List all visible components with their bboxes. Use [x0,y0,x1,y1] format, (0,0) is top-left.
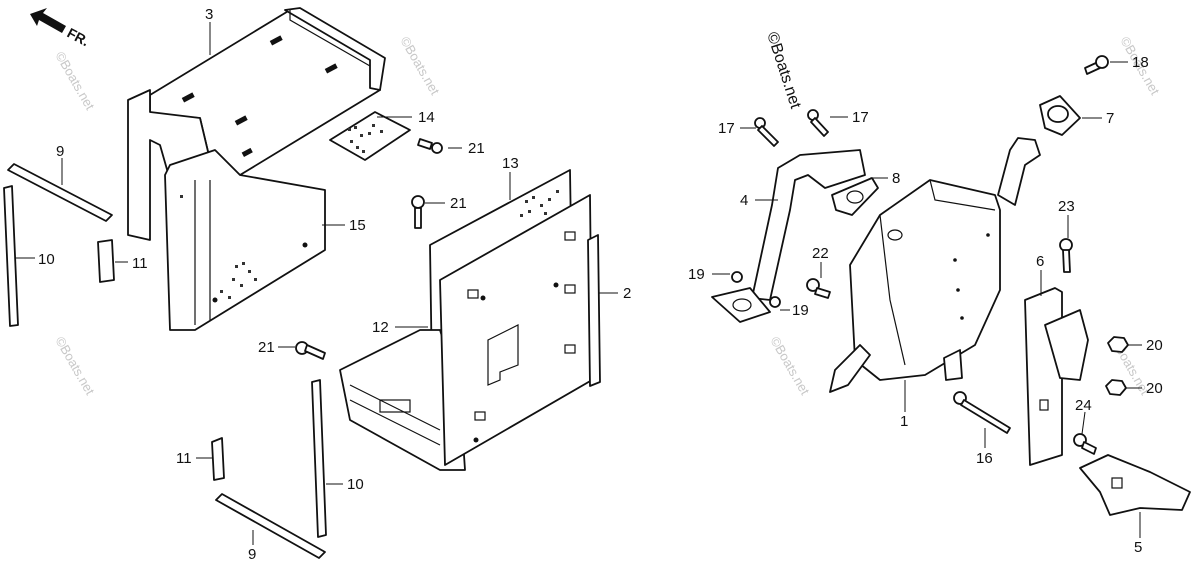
part-9-strip-upper [7,163,113,222]
callout-3: 3 [205,6,213,23]
callout-14: 14 [418,109,435,126]
callout-19-b: 19 [792,302,809,319]
part-1-muffler [829,137,1041,393]
callout-21-b: 21 [450,195,467,212]
callout-7: 7 [1106,110,1114,127]
callout-8: 8 [892,170,900,187]
callout-11-b: 11 [176,450,192,467]
front-arrow-icon [30,8,66,33]
callout-11-a: 11 [132,255,148,272]
callout-20-b: 20 [1146,380,1163,397]
bolt-21-c [295,341,326,360]
callout-20-a: 20 [1146,337,1163,354]
part-5-bracket [1079,454,1191,516]
callout-9-a: 9 [56,143,64,160]
callout-1: 1 [900,413,908,430]
copyright-text: ©Boats.net [763,30,804,111]
callout-9-b: 9 [248,546,256,563]
callout-16: 16 [976,450,993,467]
callout-10-b: 10 [347,476,364,493]
callout-21-a: 21 [468,140,485,157]
nut-19-b [769,296,781,308]
bolt-17-a [754,117,779,147]
bolt-16 [953,391,1011,434]
callout-5: 5 [1134,539,1142,556]
part-2-front-panel [439,194,601,466]
watermark-1: ©Boats.net [52,49,97,113]
callout-labels: 3 14 21 21 9 10 11 15 13 2 12 21 11 10 9… [38,6,1163,563]
watermark-6: ©Boats.net [767,334,812,398]
nut-20-b [1105,379,1127,396]
watermark-4: ©Boats.net [52,334,97,398]
callout-15: 15 [349,217,366,234]
bolt-24 [1073,433,1097,455]
bolt-21-b [411,195,425,229]
part-11-block-left [97,239,115,283]
callout-21-c: 21 [258,339,275,356]
part-9-strip-lower [215,493,326,559]
watermark-2: ©Boats.net [397,34,442,98]
leader-lines [15,22,1142,545]
part-10-strip-left [3,185,19,327]
front-direction-indicator: FR. [30,8,92,49]
callout-22: 22 [812,245,829,262]
part-10-strip-lower [311,379,327,538]
part-14-label [329,111,411,161]
bolt-23 [1059,238,1073,273]
callout-24: 24 [1075,397,1092,414]
nut-20-a [1107,336,1129,353]
callout-18: 18 [1132,54,1149,71]
callout-17-a: 17 [718,120,735,137]
bolt-17-b [807,109,829,137]
part-4-exhaust-pipe [711,149,866,323]
nut-19-a [731,271,743,283]
part-6-bracket [1024,287,1089,466]
bolt-22 [806,278,831,299]
bolt-21-a [417,138,443,154]
callout-17-b: 17 [852,109,869,126]
callout-13: 13 [502,155,519,172]
callout-2: 2 [623,285,631,302]
callout-6: 6 [1036,253,1044,270]
part-11-block-lower [211,437,225,481]
bolt-18 [1084,55,1109,75]
callout-19-a: 19 [688,266,705,283]
callout-4: 4 [740,192,748,209]
part-8-gasket [831,177,879,216]
callout-23: 23 [1058,198,1075,215]
front-label: FR. [65,25,92,50]
callout-12: 12 [372,319,389,336]
part-7-cap [1039,95,1081,136]
part-15-side-shield [164,149,326,331]
callout-10-a: 10 [38,251,55,268]
